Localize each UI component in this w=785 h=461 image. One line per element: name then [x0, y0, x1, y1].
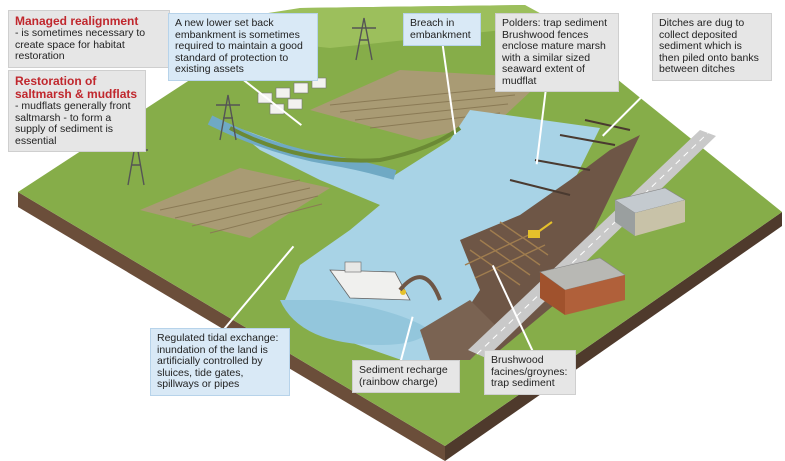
callout-managed-realignment: Managed realignment - is sometimes neces…	[8, 10, 170, 68]
callout-body: Ditches are dug to collect deposited sed…	[659, 17, 759, 75]
callout-body: Polders: trap sediment Brushwood fences …	[502, 17, 608, 87]
callout-sediment-recharge: Sediment recharge (rainbow charge)	[352, 360, 460, 393]
callout-polders: Polders: trap sediment Brushwood fences …	[495, 13, 619, 92]
inundated-lagoon	[280, 300, 430, 345]
callout-ditches: Ditches are dug to collect deposited sed…	[652, 13, 772, 81]
dredger-ship	[329, 261, 442, 301]
callout-restoration: Restoration of saltmarsh & mudflats - mu…	[8, 70, 146, 152]
callout-body: Regulated tidal exchange: inundation of …	[157, 332, 279, 390]
callout-body: - mudflats generally front saltmarsh - t…	[15, 100, 131, 147]
callout-body: - is sometimes necessary to create space…	[15, 27, 146, 62]
terrain-block-front-side	[18, 192, 445, 461]
callout-body: Sediment recharge (rainbow charge)	[359, 364, 448, 388]
excavator	[528, 221, 553, 238]
callout-regulated-tidal-exchange: Regulated tidal exchange: inundation of …	[150, 328, 290, 396]
embankment	[229, 126, 462, 163]
callout-title: Managed realignment	[15, 14, 139, 28]
callout-brushwood-facines: Brushwood facines/groynes: trap sediment	[484, 350, 576, 395]
terrain-block-right-side	[445, 212, 782, 461]
callout-title: Restoration of saltmarsh & mudflats	[15, 74, 138, 101]
callout-breach: Breach in embankment	[403, 13, 481, 46]
brushwood-groynes	[464, 221, 549, 286]
callout-set-back-embankment: A new lower set back embankment is somet…	[168, 13, 318, 81]
callout-body: Breach in embankment	[410, 17, 471, 41]
callout-body: A new lower set back embankment is somet…	[175, 17, 303, 75]
mudflat-area	[460, 135, 640, 355]
polder-brushwood-fences	[509, 119, 631, 196]
callout-body: Brushwood facines/groynes: trap sediment	[491, 354, 568, 389]
industrial-buildings	[539, 187, 686, 315]
lower-field	[140, 168, 330, 238]
